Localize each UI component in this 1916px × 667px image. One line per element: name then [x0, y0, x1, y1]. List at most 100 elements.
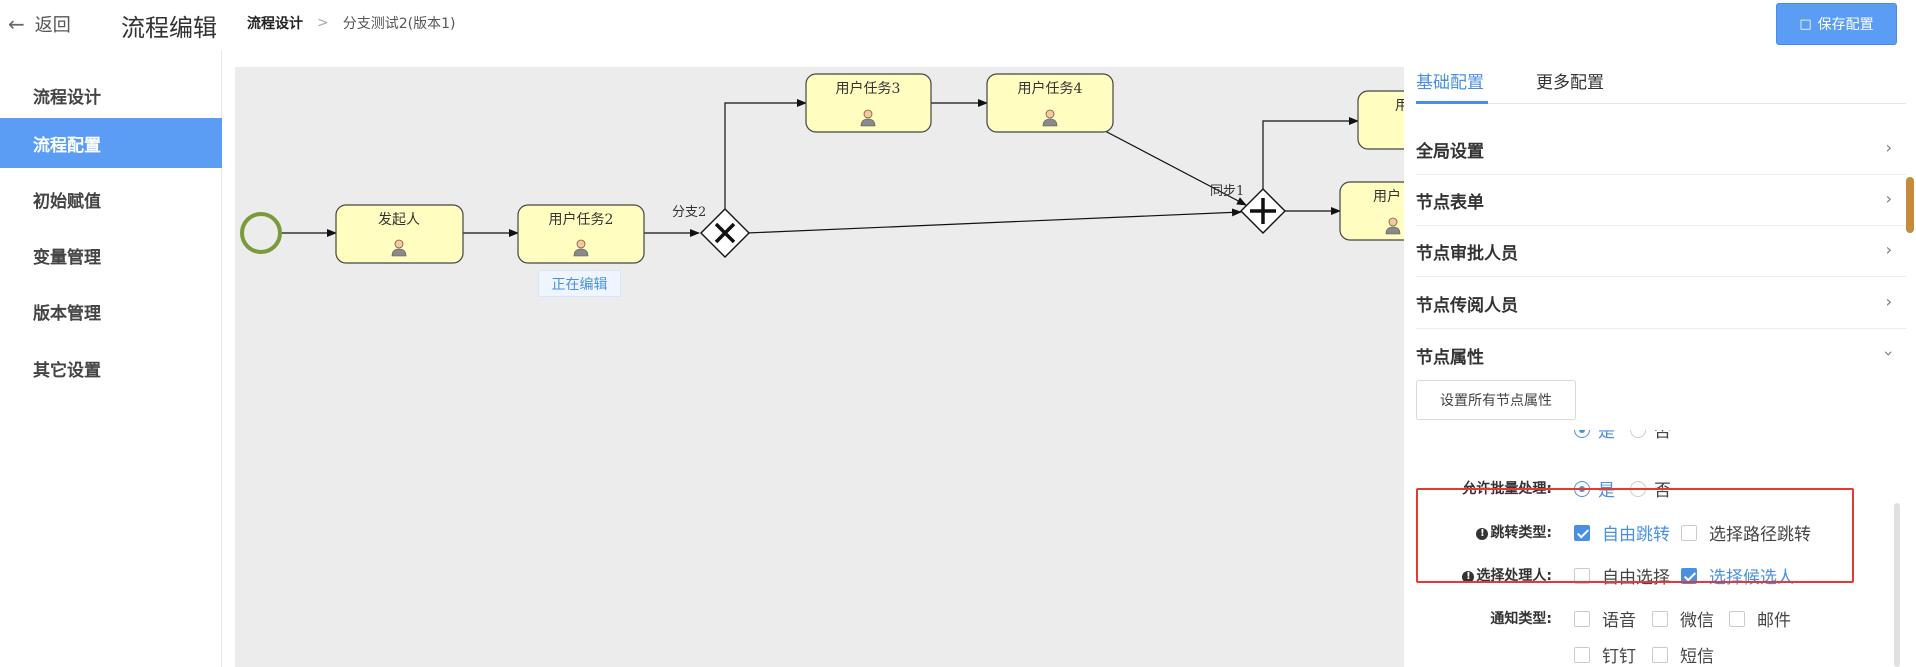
partial-yes-option[interactable]: 是	[1574, 430, 1615, 442]
batch-yes-radio[interactable]: 是	[1574, 476, 1615, 501]
x-icon	[714, 222, 736, 244]
checkbox-icon	[1574, 646, 1590, 663]
gateway-sync[interactable]: 同步1	[1210, 184, 1286, 234]
task-user-task-3[interactable]: 用户任务3	[805, 73, 932, 133]
tab-more-config[interactable]: 更多配置	[1536, 73, 1604, 93]
sidebar: 流程设计 流程配置 初始赋值 变量管理 版本管理 其它设置	[0, 50, 222, 667]
notify-type-row: 通知类型: 语音 微信 邮件	[1416, 603, 1892, 633]
back-label: 返回	[34, 15, 71, 36]
notify-voice-checkbox[interactable]: 语音	[1574, 606, 1636, 631]
config-panel: 基础配置 更多配置 全局设置 › 节点表单 › 节点审批人员 › 节点传阅人员 …	[1404, 50, 1916, 667]
sidebar-item-versions[interactable]: 版本管理	[33, 303, 101, 324]
sidebar-item-variables[interactable]: 变量管理	[33, 247, 101, 268]
save-config-button[interactable]: □ 保存配置	[1776, 3, 1897, 45]
process-diagram: 发起人 用户任务2 用户任务3 用户任务4 用 用户	[240, 73, 1404, 264]
task-user-task-3-label: 用户任务3	[836, 80, 901, 97]
notify-type-row-2: 钉钉 短信	[1416, 639, 1892, 667]
section-node-approvers-label: 节点审批人员	[1416, 243, 1518, 264]
checkbox-icon	[1729, 610, 1745, 627]
props-scrollbar-track[interactable]	[1894, 503, 1900, 667]
task-partial-top-label: 用	[1395, 98, 1404, 114]
handler-candidate-checkbox[interactable]: 选择候选人	[1681, 563, 1794, 588]
task-user-task-2[interactable]: 用户任务2	[517, 204, 645, 264]
jump-free-checkbox[interactable]: 自由跳转	[1574, 520, 1670, 545]
breadcrumb: 流程设计 > 分支测试2(版本1)	[247, 13, 455, 33]
chevron-right-icon: ›	[1885, 138, 1892, 157]
sidebar-item-other[interactable]: 其它设置	[33, 360, 101, 381]
breadcrumb-item-current: 分支测试2(版本1)	[342, 16, 456, 32]
flow-sync-top	[1262, 117, 1359, 189]
config-tabs: 基础配置 更多配置	[1416, 50, 1906, 104]
back-button[interactable]: ← 返回	[8, 10, 71, 38]
arrow-left-icon: ←	[8, 12, 25, 36]
radio-icon	[1574, 480, 1590, 497]
section-node-form[interactable]: 节点表单 ›	[1416, 175, 1906, 226]
section-global-settings[interactable]: 全局设置 ›	[1416, 124, 1906, 175]
checkbox-icon	[1652, 610, 1668, 627]
breadcrumb-separator: >	[317, 15, 329, 31]
checkbox-icon	[1652, 646, 1668, 663]
flow-branch-sync	[746, 208, 1242, 234]
task-user-task-4[interactable]: 用户任务4	[986, 73, 1114, 133]
set-all-node-properties-button[interactable]: 设置所有节点属性	[1416, 380, 1576, 420]
gateway-branch-label: 分支2	[672, 205, 706, 220]
chevron-down-icon: ›	[1879, 350, 1899, 357]
info-icon: !	[1462, 571, 1475, 583]
task-initiator[interactable]: 发起人	[335, 204, 464, 264]
sidebar-item-design[interactable]: 流程设计	[33, 87, 101, 108]
panel-scrollbar-thumb[interactable]	[1906, 177, 1914, 233]
sidebar-item-initial-values[interactable]: 初始赋值	[33, 191, 101, 212]
gateway-sync-label: 同步1	[1210, 184, 1244, 199]
checkbox-icon	[1574, 610, 1590, 627]
chevron-right-icon: ›	[1885, 292, 1892, 311]
partial-no-option[interactable]: 否	[1630, 430, 1671, 442]
jump-path-checkbox[interactable]: 选择路径跳转	[1681, 520, 1811, 545]
flow-task4-sync	[1104, 130, 1247, 206]
notify-dingtalk-checkbox[interactable]: 钉钉	[1574, 642, 1636, 667]
section-node-approvers[interactable]: 节点审批人员 ›	[1416, 226, 1906, 277]
handler-free-checkbox[interactable]: 自由选择	[1574, 563, 1670, 588]
section-node-properties[interactable]: 节点属性 ›	[1416, 330, 1906, 381]
radio-icon	[1630, 430, 1646, 438]
batch-row: 允许批量处理: 是 否	[1416, 473, 1892, 503]
checkbox-icon	[1681, 524, 1697, 541]
task-partial-mid-label: 用户	[1373, 188, 1401, 205]
task-user-task-2-label: 用户任务2	[549, 211, 614, 228]
notify-sms-checkbox[interactable]: 短信	[1652, 642, 1714, 667]
section-node-circulators-label: 节点传阅人员	[1416, 295, 1518, 316]
partial-row: 是 否	[1416, 430, 1892, 444]
notify-mail-checkbox[interactable]: 邮件	[1729, 606, 1791, 631]
jump-type-row: !跳转类型: 自由跳转 选择路径跳转	[1416, 517, 1892, 547]
editing-tag: 正在编辑	[538, 270, 621, 297]
task-user-task-4-label: 用户任务4	[1018, 80, 1083, 97]
breadcrumb-item-design[interactable]: 流程设计	[247, 16, 303, 32]
radio-icon	[1574, 430, 1590, 438]
batch-no-radio[interactable]: 否	[1630, 476, 1671, 501]
page-title: 流程编辑	[121, 14, 217, 42]
save-config-label: 保存配置	[1817, 17, 1874, 33]
notify-type-label: 通知类型:	[1490, 611, 1552, 627]
tab-basic-config[interactable]: 基础配置	[1416, 73, 1484, 93]
top-bar: ← 返回 流程编辑 流程设计 > 分支测试2(版本1) □ 保存配置	[0, 0, 1916, 50]
section-node-circulators[interactable]: 节点传阅人员 ›	[1416, 278, 1906, 329]
task-partial-mid[interactable]: 用户	[1339, 181, 1404, 241]
section-global-settings-label: 全局设置	[1416, 141, 1484, 162]
sidebar-item-config[interactable]: 流程配置	[0, 118, 222, 168]
gateway-branch[interactable]: 分支2	[672, 205, 750, 258]
section-node-form-label: 节点表单	[1416, 192, 1484, 213]
jump-type-label: !跳转类型:	[1476, 522, 1552, 542]
process-canvas[interactable]: 发起人 用户任务2 用户任务3 用户任务4 用 用户	[235, 67, 1404, 667]
sequence-flows	[280, 99, 1359, 237]
handler-row: !选择处理人: 自由选择 选择候选人	[1416, 560, 1892, 590]
section-node-properties-label: 节点属性	[1416, 348, 1484, 368]
tab-active-indicator	[1416, 101, 1488, 104]
notify-wechat-checkbox[interactable]: 微信	[1652, 606, 1714, 631]
chevron-right-icon: ›	[1885, 240, 1892, 259]
checkbox-icon	[1574, 524, 1590, 541]
chevron-right-icon: ›	[1885, 189, 1892, 208]
flow-branch-task3	[724, 99, 807, 211]
node-properties-form: 是 否 允许批量处理: 是 否 !跳转类型: 自由跳转	[1416, 430, 1892, 667]
task-partial-top[interactable]: 用	[1357, 90, 1404, 150]
document-icon: □	[1799, 16, 1812, 32]
start-event[interactable]	[240, 212, 282, 254]
